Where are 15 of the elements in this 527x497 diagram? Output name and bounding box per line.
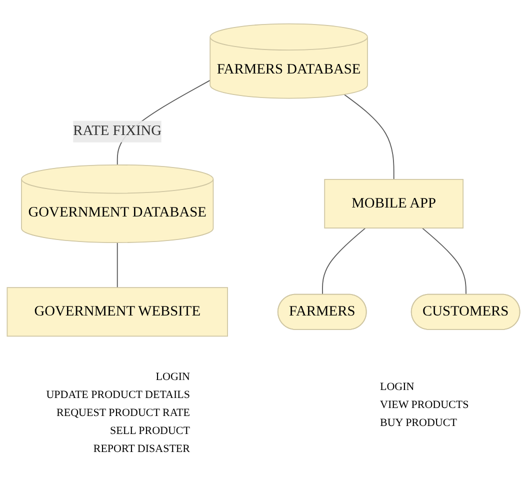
function-label: LOGIN bbox=[380, 381, 416, 393]
node-box: MOBILE APP bbox=[324, 178, 464, 228]
function-label: REQUEST PRODUCT RATE bbox=[56, 407, 190, 419]
function-label: REPORT DISASTER bbox=[92, 443, 190, 455]
function-label: UPDATE PRODUCT DETAILS bbox=[45, 389, 190, 401]
connector bbox=[116, 242, 118, 288]
function-label: SELL PRODUCT bbox=[109, 425, 190, 437]
function-label: VIEW PRODUCTS bbox=[380, 399, 469, 411]
edge-label: RATE FIXING bbox=[73, 124, 162, 139]
connector bbox=[422, 228, 466, 296]
node-box: GOVERNMENT WEBSITE bbox=[6, 287, 228, 337]
connector bbox=[322, 228, 366, 296]
connector bbox=[344, 94, 394, 180]
function-label: LOGIN bbox=[154, 371, 190, 383]
function-label: BUY PRODUCT bbox=[380, 417, 458, 429]
